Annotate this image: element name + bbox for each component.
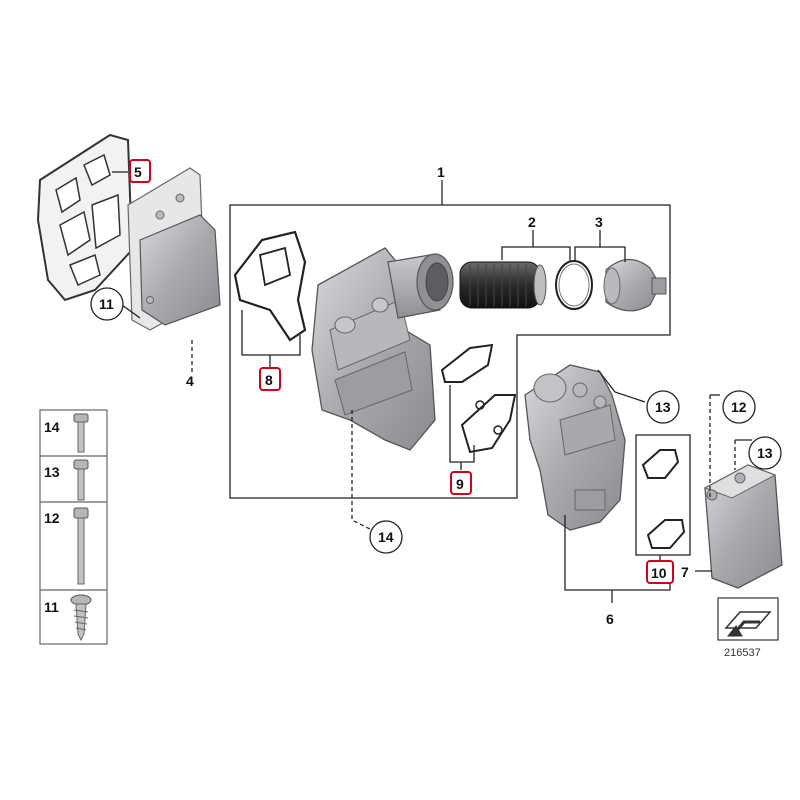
legend-row-12-number: 12 xyxy=(44,510,60,526)
oil-cooler-7-part xyxy=(703,464,783,589)
callout-13: 13 xyxy=(655,399,671,415)
oil-filter-housing-part xyxy=(311,247,454,451)
callout-12: 12 xyxy=(731,399,747,415)
callout-14-circle xyxy=(369,520,403,554)
gasket-10-part xyxy=(641,449,686,549)
callout-4: 4 xyxy=(186,373,194,389)
arrow-icon xyxy=(724,611,772,629)
callout-5-box xyxy=(129,159,151,183)
legend-row-13-number: 13 xyxy=(44,464,60,480)
screw-11-icon xyxy=(70,594,92,642)
filter-cap-3-part xyxy=(603,258,667,312)
callout-10-box xyxy=(646,560,674,584)
o-ring-inner xyxy=(558,263,590,307)
callout-3: 3 xyxy=(595,214,603,230)
legend-row-14-number: 14 xyxy=(44,419,60,435)
bolt-12-icon xyxy=(73,507,89,585)
leader-lines xyxy=(112,171,752,603)
fastener-legend: 14 13 12 11 xyxy=(39,409,108,645)
legend-frame xyxy=(39,409,108,645)
callout-9: 9 xyxy=(456,476,464,492)
callout-13-right-circle xyxy=(748,436,782,470)
callout-14: 14 xyxy=(378,529,394,545)
callout-1: 1 xyxy=(437,164,445,180)
callout-11: 11 xyxy=(99,296,114,312)
callout-8: 8 xyxy=(265,372,273,388)
callout-8-box xyxy=(259,367,281,391)
callout-13-circle xyxy=(646,390,680,424)
gasket-5-part xyxy=(36,133,134,302)
callout-7: 7 xyxy=(681,564,689,580)
callout-11-circle xyxy=(90,287,124,321)
callout-13-right: 13 xyxy=(757,445,773,461)
bolt-13-icon xyxy=(73,459,89,501)
callout-12-circle xyxy=(722,390,756,424)
callout-2: 2 xyxy=(528,214,536,230)
o-ring-part xyxy=(555,260,593,310)
gasket-8-part xyxy=(233,230,307,342)
oil-cooler-4-part xyxy=(127,167,221,331)
filter-element-2-part xyxy=(459,261,547,309)
direction-badge xyxy=(717,597,779,641)
callout-10: 10 xyxy=(651,565,667,581)
callout-6: 6 xyxy=(606,611,614,627)
housing-6-part xyxy=(524,364,626,531)
bolt-14-icon xyxy=(73,413,89,453)
legend-row-11-number: 11 xyxy=(44,599,59,615)
callout-5: 5 xyxy=(134,164,142,180)
figure-id: 216537 xyxy=(724,647,761,659)
callout-9-box xyxy=(450,471,472,495)
gasket-9-part xyxy=(440,343,517,454)
